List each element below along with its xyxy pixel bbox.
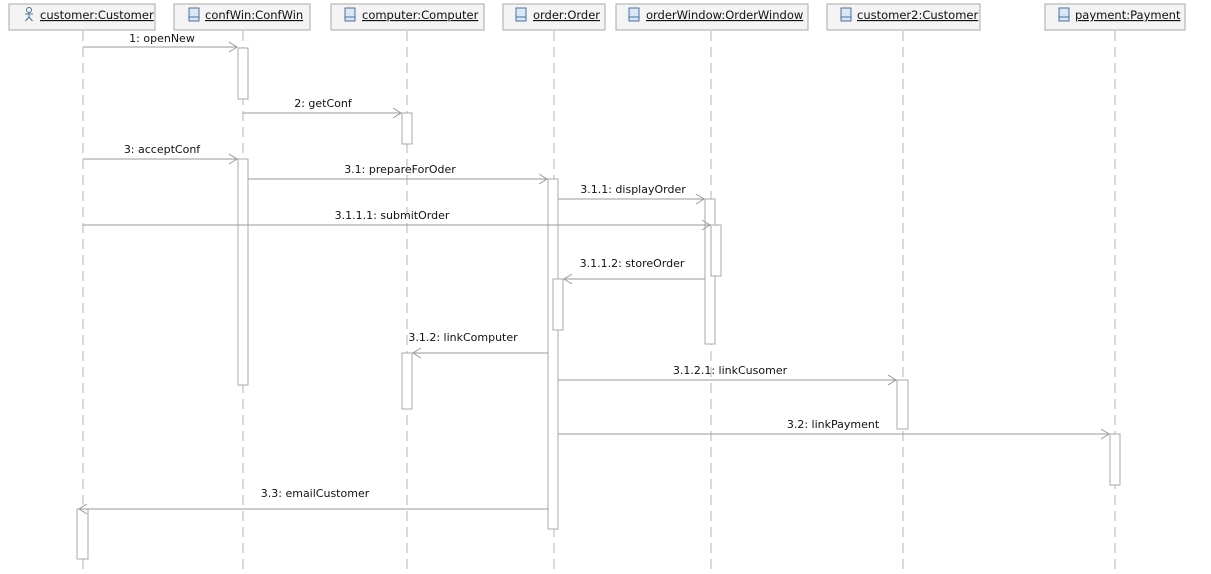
lifeline-customer2-label: customer2:Customer — [857, 8, 978, 22]
message-label: 3.1.1.2: storeOrder — [580, 257, 685, 270]
lifeline-customer-label: customer:Customer — [40, 8, 154, 22]
lifeline-confwin-header[interactable] — [173, 3, 311, 31]
message-open-new[interactable]: 1: openNew — [83, 32, 238, 53]
lifeline-computer-header[interactable] — [330, 3, 485, 31]
lifeline-customer2-header[interactable] — [826, 3, 981, 31]
class-icon — [840, 7, 852, 22]
activation-computer-1 — [401, 112, 413, 145]
lifeline-orderwindow-label: orderWindow:OrderWindow — [646, 8, 803, 22]
message-label: 3.1.1.1: submitOrder — [335, 209, 450, 222]
class-icon — [344, 7, 356, 22]
activation-payment-1 — [1109, 433, 1121, 486]
lifeline-computer-label: computer:Computer — [362, 8, 479, 22]
message-submit-order[interactable]: 3.1.1.1: submitOrder — [83, 209, 711, 231]
message-label: 3.1.2.1: linkCusomer — [673, 364, 788, 377]
activation-order-2 — [552, 278, 564, 331]
activation-customer-1 — [76, 508, 89, 560]
message-label: 3.1.2: linkComputer — [408, 331, 518, 344]
message-display-order[interactable]: 3.1.1: displayOrder — [558, 183, 705, 205]
message-get-conf[interactable]: 2: getConf — [243, 97, 402, 119]
activation-orderwindow-2 — [710, 224, 722, 277]
lifeline-order-label: order:Order — [533, 8, 600, 22]
message-label: 3.1: prepareForOder — [344, 163, 456, 176]
class-icon — [1058, 7, 1070, 22]
lifeline-customer-header[interactable] — [8, 3, 156, 31]
activation-customer2-1 — [896, 379, 909, 430]
class-icon — [188, 7, 200, 22]
lifeline-payment[interactable]: payment:Payment — [1044, 3, 1186, 574]
message-prepare-for-oder[interactable]: 3.1: prepareForOder — [248, 163, 548, 185]
lifeline-payment-label: payment:Payment — [1075, 8, 1181, 22]
lifeline-computer[interactable]: computer:Computer — [330, 3, 485, 574]
activation-confwin-1 — [237, 47, 249, 100]
message-label: 1: openNew — [129, 32, 195, 45]
message-email-customer[interactable]: 3.3: emailCustomer — [78, 487, 548, 515]
message-link-cusomer[interactable]: 3.1.2.1: linkCusomer — [558, 364, 897, 386]
lifeline-confwin[interactable]: confWin:ConfWin — [173, 3, 311, 574]
lifeline-customer2[interactable]: customer2:Customer — [826, 3, 981, 574]
activation-order-1 — [547, 178, 559, 530]
message-label: 3.2: linkPayment — [787, 418, 880, 431]
message-link-computer[interactable]: 3.1.2: linkComputer — [408, 331, 548, 359]
lifeline-orderwindow-header[interactable] — [615, 3, 809, 31]
message-link-payment[interactable]: 3.2: linkPayment — [558, 418, 1110, 440]
class-icon — [515, 7, 527, 22]
message-store-order[interactable]: 3.1.1.2: storeOrder — [563, 257, 705, 285]
message-label: 3: acceptConf — [124, 143, 201, 156]
lifeline-confwin-label: confWin:ConfWin — [205, 8, 303, 22]
message-label: 3.1.1: displayOrder — [580, 183, 686, 196]
activation-computer-2 — [401, 352, 413, 410]
activation-confwin-2 — [237, 158, 249, 386]
actor-icon — [25, 7, 33, 22]
lifeline-orderwindow[interactable]: orderWindow:OrderWindow — [615, 3, 809, 574]
message-label: 2: getConf — [294, 97, 353, 110]
message-accept-conf[interactable]: 3: acceptConf — [83, 143, 238, 165]
lifeline-customer[interactable]: customer:Customer — [8, 3, 156, 574]
message-label: 3.3: emailCustomer — [261, 487, 370, 500]
class-icon — [628, 7, 640, 22]
